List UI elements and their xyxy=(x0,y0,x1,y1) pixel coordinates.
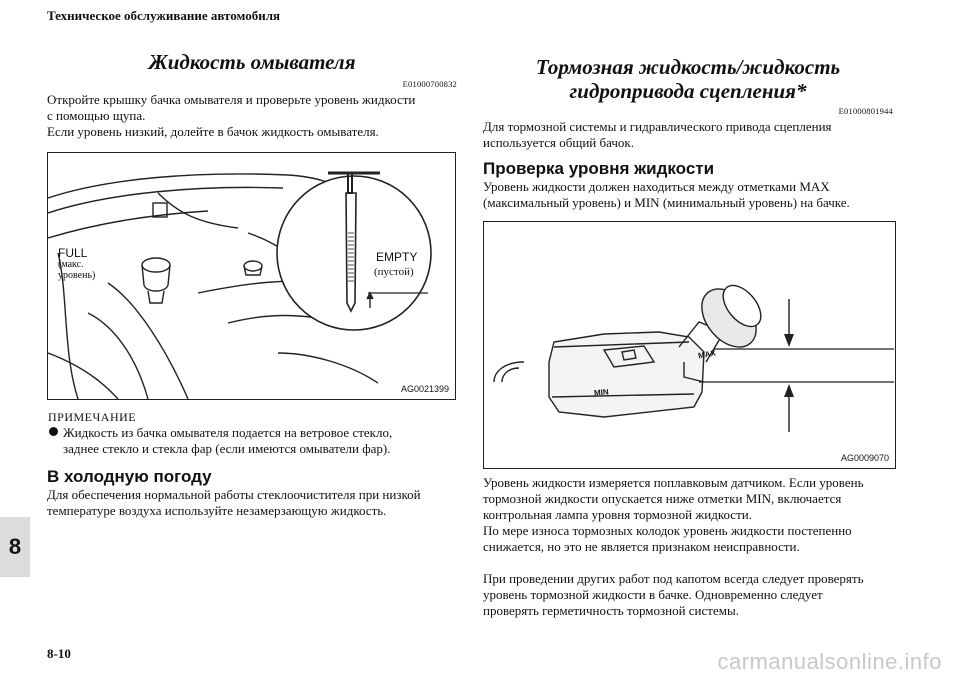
page-number: 8-10 xyxy=(47,646,71,661)
paragraph: Откройте крышку бачка омывателя и провер… xyxy=(47,92,416,107)
section-title-washer-fluid: Жидкость омывателя xyxy=(148,50,356,74)
paragraph: используется общий бачок. xyxy=(483,135,634,150)
note-heading: ПРИМЕЧАНИЕ xyxy=(48,410,137,424)
paragraph: тормозной жидкости опускается ниже отмет… xyxy=(483,491,842,506)
paragraph: Если уровень низкий, долейте в бачок жид… xyxy=(47,124,379,139)
figure-code: AG0021399 xyxy=(400,384,449,394)
paragraph: температуре воздуха используйте незамерз… xyxy=(47,503,387,518)
figure-code: AG0009070 xyxy=(840,453,889,463)
paragraph: При проведении других работ под капотом … xyxy=(483,571,864,586)
paragraph: проверять герметичность тормозной систем… xyxy=(483,603,739,618)
watermark: carmanualsonline.info xyxy=(717,649,942,674)
brake-reservoir-figure: MAX MIN AG0009070 xyxy=(483,221,896,469)
chapter-tab: 8 xyxy=(0,517,30,577)
section-code: E01000700832 xyxy=(402,79,457,89)
section-title-brake-fluid: Тормозная жидкость/жидкость xyxy=(535,55,841,79)
paragraph: Уровень жидкости измеряется поплавковым … xyxy=(483,475,864,490)
paragraph: контрольная лампа уровня тормозной жидко… xyxy=(483,507,752,522)
note-text: Жидкость из бачка омывателя подается на … xyxy=(63,425,393,440)
subheading-level-check: Проверка уровня жидкости xyxy=(483,159,715,178)
right-column-lower: Уровень жидкости измеряется поплавковым … xyxy=(483,475,903,619)
subheading-cold-weather: В холодную погоду xyxy=(47,467,212,486)
figure-label-empty-sub: (пустой) xyxy=(374,266,414,278)
paragraph: По мере износа тормозных колодок уровень… xyxy=(483,523,852,538)
paragraph: Уровень жидкости должен находиться между… xyxy=(483,179,830,194)
running-header: Техническое обслуживание автомобиля xyxy=(47,8,281,23)
figure-label-full: FULL xyxy=(58,246,88,260)
brake-reservoir-illustration xyxy=(493,284,894,432)
paragraph: Для тормозной системы и гидравлического … xyxy=(483,119,832,134)
bullet-icon xyxy=(49,427,58,436)
paragraph: с помощью щупа. xyxy=(47,108,146,123)
figure-label-full-sub: уровень) xyxy=(58,270,96,281)
washer-reservoir-illustration xyxy=(48,171,432,399)
note-bullet-item: Жидкость из бачка омывателя подается на … xyxy=(49,425,467,457)
left-column-lower: ПРИМЕЧАНИЕ Жидкость из бачка омывателя п… xyxy=(47,409,467,519)
paragraph: уровень тормозной жидкости в бачке. Одно… xyxy=(483,587,823,602)
paragraph: (максимальный уровень) и MIN (минимальны… xyxy=(483,195,850,210)
paragraph: Для обеспечения нормальной работы стекло… xyxy=(47,487,421,502)
figure-label-empty: EMPTY xyxy=(376,250,418,264)
note-text: заднее стекло и стекла фар (если имеются… xyxy=(63,441,391,456)
figure-label-min: MIN xyxy=(593,387,610,398)
right-column: Тормозная жидкость/жидкость гидропривода… xyxy=(483,55,893,211)
washer-reservoir-figure: FULL (макс. уровень) EMPTY (пустой) AG00… xyxy=(47,152,456,400)
section-code: E01000801944 xyxy=(838,106,893,116)
section-title-brake-fluid: гидропривода сцепления* xyxy=(569,79,807,103)
figure-label-full-sub: (макс. xyxy=(58,259,84,270)
paragraph: снижается, но это не является признаком … xyxy=(483,539,800,554)
left-column: Жидкость омывателя E01000700832 Откройте… xyxy=(47,50,457,140)
